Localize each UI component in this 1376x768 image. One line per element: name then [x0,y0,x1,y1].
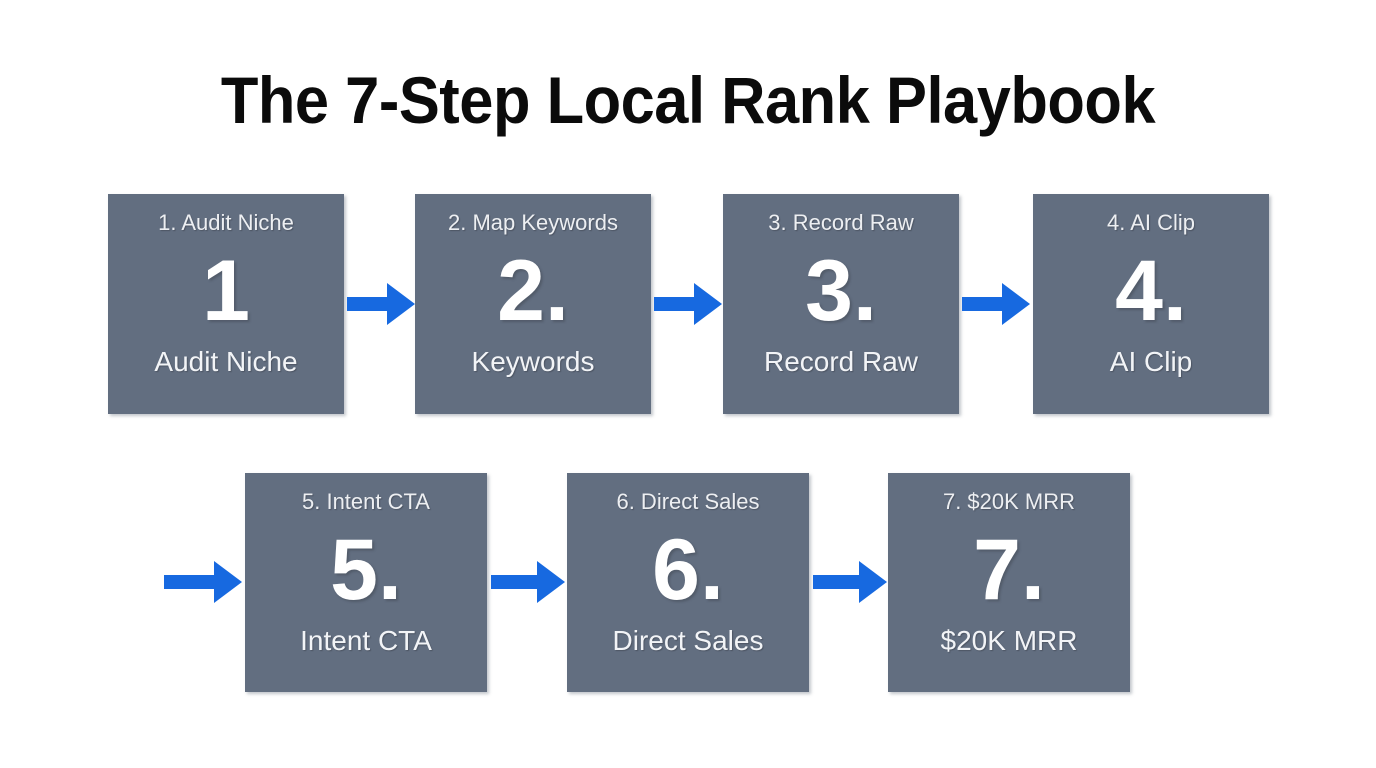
step-box-6[interactable]: 6. Direct Sales 6. Direct Sales [567,473,809,692]
step-1-number: 1 [202,243,250,339]
step-4-top-label: 4. AI Clip [1106,210,1196,235]
step-6-number: 6. [652,522,724,618]
step-1-top-label: 1. Audit Niche [158,210,294,235]
step-1-bottom-label: Audit Niche [154,346,298,377]
step-6-bottom-label: Direct Sales [612,625,764,656]
step-box-5[interactable]: 5. Intent CTA 5. Intent CTA [245,473,487,692]
step-box-2[interactable]: 2. Map Keywords 2. Keywords [415,194,651,414]
step-5-number: 5. [330,522,402,618]
step-3-top-label: 3. Record Raw [768,210,914,235]
step-7-number: 7. [973,522,1045,618]
page-title: The 7-Step Local Rank Playbook [220,63,1156,137]
step-box-1[interactable]: 1. Audit Niche 1 Audit Niche [108,194,344,414]
step-7-top-label: 7. $20K MRR [942,489,1076,514]
step-7-bottom-label: $20K MRR [940,625,1078,656]
arrow-3-to-4-icon [962,276,1032,332]
arrow-1-to-2-icon [347,276,417,332]
step-2-top-label: 2. Map Keywords [448,210,618,235]
step-6-top-label: 6. Direct Sales [616,489,760,514]
step-3-number: 3. [805,243,877,339]
step-3-bottom-label: Record Raw [763,346,919,377]
step-5-bottom-label: Intent CTA [300,625,432,656]
step-4-number: 4. [1115,243,1187,339]
step-4-bottom-label: AI Clip [1109,346,1193,377]
arrow-5-to-6-icon [491,554,567,610]
step-box-7[interactable]: 7. $20K MRR 7. $20K MRR [888,473,1130,692]
arrow-6-to-7-icon [813,554,889,610]
arrow-2-to-3-icon [654,276,724,332]
step-box-3[interactable]: 3. Record Raw 3. Record Raw [723,194,959,414]
step-box-4[interactable]: 4. AI Clip 4. AI Clip [1033,194,1269,414]
arrow-4-to-5-icon [164,554,244,610]
step-5-top-label: 5. Intent CTA [302,489,430,514]
step-2-bottom-label: Keywords [471,346,595,377]
step-2-number: 2. [497,243,569,339]
